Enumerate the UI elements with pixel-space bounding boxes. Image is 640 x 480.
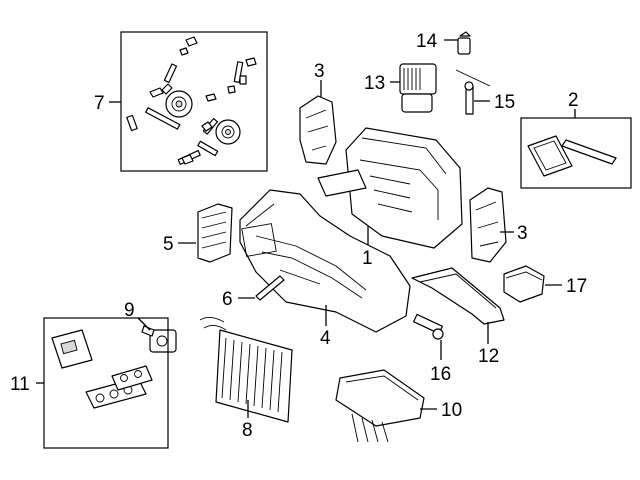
- callout-13: 13: [364, 73, 385, 94]
- callout-8: 8: [242, 420, 253, 441]
- callout-9: 9: [124, 300, 135, 321]
- part-5-cabin-filter: [178, 203, 233, 263]
- callout-12: 12: [478, 346, 499, 367]
- callout-7: 7: [94, 93, 105, 114]
- callout-4: 4: [320, 328, 331, 349]
- gear-icon: [165, 90, 193, 118]
- part-6-bracket: [238, 275, 285, 301]
- callout-3-upper: 3: [314, 61, 325, 82]
- callout-3-right: 3: [517, 223, 528, 244]
- part-10-evaporator: [335, 369, 437, 443]
- part-14-resistor: [444, 31, 471, 55]
- gear-icon: [215, 119, 241, 145]
- callout-17: 17: [566, 276, 587, 297]
- callout-14: 14: [416, 31, 438, 52]
- part-11-switch-panels: [36, 317, 169, 449]
- part-17-actuator: [503, 265, 562, 303]
- callout-6: 6: [222, 289, 233, 310]
- part-8-heater-core: [199, 317, 293, 423]
- leader-9: [137, 317, 151, 331]
- part-2-filter-seal: [520, 109, 632, 189]
- callout-10: 10: [441, 400, 462, 421]
- callout-1: 1: [362, 248, 373, 269]
- callout-16: 16: [430, 364, 451, 385]
- part-2-frame: [520, 117, 632, 189]
- part-1-main-housing: [317, 127, 463, 249]
- part-16-drain-tube: [413, 313, 444, 360]
- clip-icon: [149, 36, 257, 165]
- callout-2: 2: [568, 90, 579, 111]
- part-3-duct-upper: [299, 80, 337, 165]
- callout-11: 11: [10, 374, 30, 395]
- part-9-expansion-valve: [137, 317, 177, 353]
- part-15-sensor: [455, 69, 491, 115]
- callout-15: 15: [494, 92, 515, 113]
- part-7-frame: [120, 31, 268, 172]
- part-12-air-duct: [411, 267, 505, 344]
- callout-5: 5: [163, 234, 174, 255]
- part-7-actuator-kit: [109, 31, 268, 172]
- part-13-blower-motor: [390, 63, 437, 113]
- part-3-duct-right: [469, 187, 514, 263]
- part-4-lower-case: [239, 189, 411, 333]
